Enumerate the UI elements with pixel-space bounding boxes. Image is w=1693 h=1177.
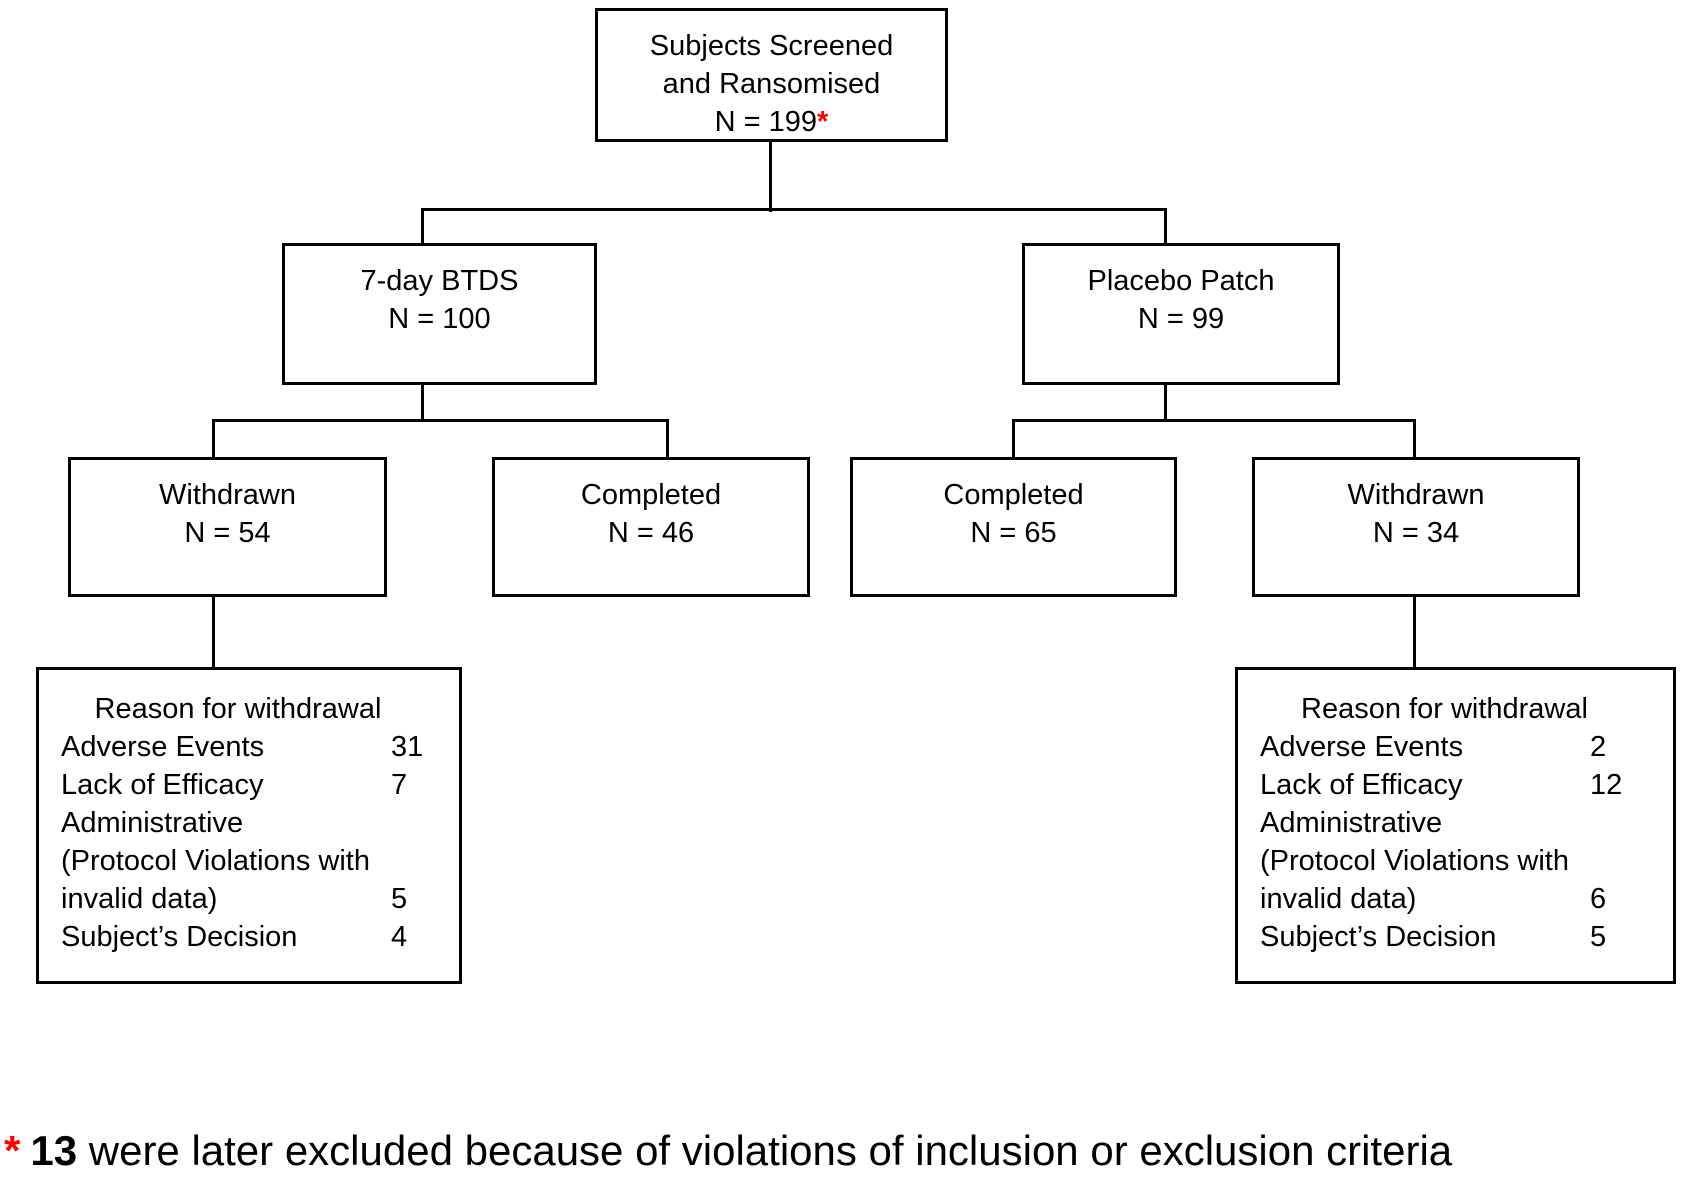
footnote-asterisk: * <box>4 1127 21 1174</box>
reason-box-placebo: Reason for withdrawal Adverse Events 2 La… <box>1235 667 1676 984</box>
reason-label: Lack of Efficacy <box>61 769 264 801</box>
footnote-asterisk: * <box>817 106 829 138</box>
node-line: Completed <box>943 479 1084 511</box>
reason-row: invalid data) 5 <box>61 880 445 918</box>
node-n-value: N = 65 <box>970 517 1057 549</box>
reason-row: (Protocol Violations with <box>1260 842 1659 880</box>
connector-placebo-reasons <box>1413 595 1416 670</box>
connector-placebo-up <box>1164 208 1167 246</box>
reason-value: 31 <box>391 731 424 763</box>
node-btds-withdrawn: Withdrawn N = 54 <box>68 457 387 597</box>
reason-row: Adverse Events 31 <box>61 728 445 766</box>
reason-value: 6 <box>1590 883 1607 915</box>
node-line: Withdrawn <box>159 479 296 511</box>
connector-placebo-horizontal <box>1012 419 1416 422</box>
node-n-value: N = 34 <box>1372 517 1460 549</box>
reason-value: 4 <box>391 921 408 953</box>
node-btds-completed: Completed N = 46 <box>492 457 810 597</box>
node-line: Placebo Patch <box>1087 265 1275 297</box>
reason-value: 2 <box>1590 731 1607 763</box>
reason-row: invalid data) 6 <box>1260 880 1659 918</box>
node-n-value: N = 99 <box>1137 303 1225 335</box>
reason-label: Administrative <box>1260 807 1443 839</box>
reason-label: Subject’s Decision <box>61 921 298 953</box>
reason-label: Adverse Events <box>61 731 265 763</box>
node-line: 7-day BTDS <box>360 265 519 297</box>
node-n-value: N = 199* <box>598 103 945 141</box>
footnote-count: 13 <box>30 1127 78 1174</box>
connector-btds-completed-up <box>666 419 669 459</box>
footnote-text: were later excluded because of violation… <box>88 1127 1453 1174</box>
connector-btds-withdrawn-up <box>212 419 215 459</box>
reason-box-btds: Reason for withdrawal Adverse Events 31 L… <box>36 667 462 984</box>
reason-row: Lack of Efficacy 12 <box>1260 766 1659 804</box>
reason-label: (Protocol Violations with <box>61 845 370 877</box>
reason-value: 5 <box>391 883 408 915</box>
reason-row: Adverse Events 2 <box>1260 728 1659 766</box>
node-btds: 7-day BTDS N = 100 <box>282 243 597 385</box>
reason-row: Administrative <box>61 804 445 842</box>
connector-btds-up <box>421 208 424 246</box>
connector-placebo-down <box>1164 383 1167 422</box>
node-n-value: N = 100 <box>388 303 491 335</box>
node-n-value: N = 46 <box>607 517 695 549</box>
reason-row: Administrative <box>1260 804 1659 842</box>
reason-label: invalid data) <box>1260 883 1417 915</box>
node-line: Completed <box>580 479 722 511</box>
reason-title: Reason for withdrawal <box>94 693 382 725</box>
connector-placebo-withdrawn-up <box>1413 419 1416 459</box>
connector-btds-reasons <box>212 595 215 670</box>
reason-label: (Protocol Violations with <box>1260 845 1569 877</box>
reason-row: Subject’s Decision 4 <box>61 918 445 956</box>
reason-title: Reason for withdrawal <box>1301 693 1588 725</box>
reason-value: 12 <box>1590 769 1623 801</box>
n-label: N = 199 <box>714 106 818 138</box>
connector-btds-horizontal <box>212 419 669 422</box>
node-line: and Ransomised <box>662 68 881 100</box>
reason-label: Subject’s Decision <box>1260 921 1497 953</box>
connector-level1-horizontal <box>421 208 1167 211</box>
footnote: *13 were later excluded because of viola… <box>4 1126 1452 1176</box>
node-placebo-completed: Completed N = 65 <box>850 457 1177 597</box>
node-subjects-screened: Subjects Screened and Ransomised N = 199… <box>595 8 948 142</box>
reason-value: 7 <box>391 769 408 801</box>
reason-label: invalid data) <box>61 883 218 915</box>
node-line: Withdrawn <box>1347 479 1485 511</box>
connector-btds-down <box>421 383 424 422</box>
reason-row: (Protocol Violations with <box>61 842 445 880</box>
connector-screened-down <box>769 142 772 212</box>
reason-row: Lack of Efficacy 7 <box>61 766 445 804</box>
node-line: Subjects Screened <box>649 30 894 62</box>
reason-label: Lack of Efficacy <box>1260 769 1463 801</box>
reason-row: Subject’s Decision 5 <box>1260 918 1659 956</box>
reason-label: Adverse Events <box>1260 731 1464 763</box>
connector-placebo-completed-up <box>1012 419 1015 459</box>
reason-label: Administrative <box>61 807 244 839</box>
node-n-value: N = 54 <box>184 517 271 549</box>
reason-value: 5 <box>1590 921 1607 953</box>
node-placebo-patch: Placebo Patch N = 99 <box>1022 243 1340 385</box>
node-placebo-withdrawn: Withdrawn N = 34 <box>1252 457 1580 597</box>
